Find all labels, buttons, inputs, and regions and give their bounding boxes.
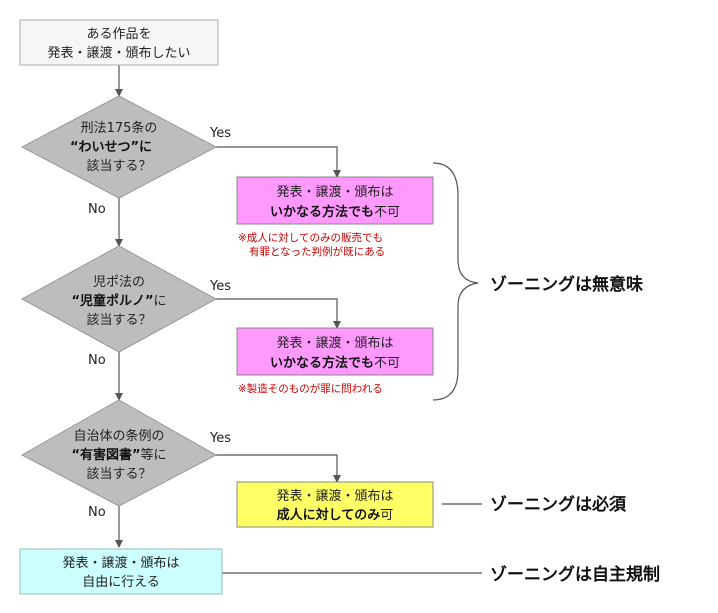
box2-note-1: ※製造そのものが罪に問われる (238, 382, 383, 395)
start-box (19, 19, 219, 66)
box1-text-2: いかなる方法でも不可 (270, 204, 400, 220)
start-text-2: 発表・譲渡・頒布したい (47, 45, 190, 61)
box3-text-1: 発表・譲渡・頒布は (276, 488, 393, 504)
box2-text-2-rest: 不可 (374, 356, 400, 371)
q2-text-2: “児童ポルノ”に (71, 293, 166, 309)
result-free (19, 548, 223, 595)
no-label-2: No (88, 353, 106, 368)
box1-note-2: 有罪となった判例が既にある (249, 245, 385, 258)
zoning-voluntary-label: ゾーニングは自主規制 (490, 564, 660, 585)
zoning-required-label: ゾーニングは必須 (490, 494, 627, 515)
start-text-1: ある作品を (86, 27, 151, 42)
result-prohibited-1 (236, 176, 434, 225)
result-prohibited-2 (236, 327, 434, 376)
q1-text-1: 刑法175条の (81, 120, 158, 136)
box1-text-1: 発表・譲渡・頒布は (276, 184, 393, 200)
box3-text-2-rest: 可 (380, 508, 393, 523)
yes-label-2: Yes (209, 279, 231, 294)
box1-text-2-rest: 不可 (374, 205, 400, 220)
q2-text-2-bold: “児童ポルノ” (71, 293, 153, 309)
q2-text-2-rest: に (154, 294, 167, 309)
result-adult-only (236, 481, 434, 528)
box4-text-2: 自由に行える (82, 575, 160, 590)
yes-label-3: Yes (209, 431, 231, 446)
decision-child-porn (20, 245, 218, 353)
connectors (115, 65, 482, 574)
box4-text-1: 発表・譲渡・頒布は (62, 555, 179, 571)
q2-text-3: 該当する？ (86, 312, 151, 328)
q3-text-3: 該当する？ (86, 466, 151, 482)
box2-text-1: 発表・譲渡・頒布は (276, 335, 393, 351)
box2-text-2-bold: いかなる方法でも (270, 355, 374, 371)
box2-text-2: いかなる方法でも不可 (270, 355, 400, 371)
box1-note-1: ※成人に対してのみの販売でも (238, 231, 383, 244)
q2-text-1: 児ポ法の (93, 275, 145, 290)
no-label-3: No (88, 505, 106, 520)
q3-text-1: 自治体の条例の (73, 428, 164, 444)
box1-text-2-bold: いかなる方法でも (270, 204, 374, 220)
box3-text-2-bold: 成人に対してのみ (277, 507, 381, 523)
box3-text-2: 成人に対してのみ可 (277, 507, 394, 523)
q3-text-2-rest: 等に (141, 447, 167, 463)
q1-text-2: “わいせつ”に (70, 140, 152, 155)
zoning-meaningless-label: ゾーニングは無意味 (490, 274, 643, 295)
q3-text-2-bold: “有害図書” (71, 447, 140, 463)
q3-text-2: “有害図書”等に (71, 447, 166, 463)
yes-label-1: Yes (209, 126, 231, 141)
decision-obscenity (20, 95, 218, 199)
no-label-1: No (88, 202, 106, 217)
q1-text-3: 該当する？ (86, 158, 151, 174)
decision-harmful-books (20, 399, 218, 507)
